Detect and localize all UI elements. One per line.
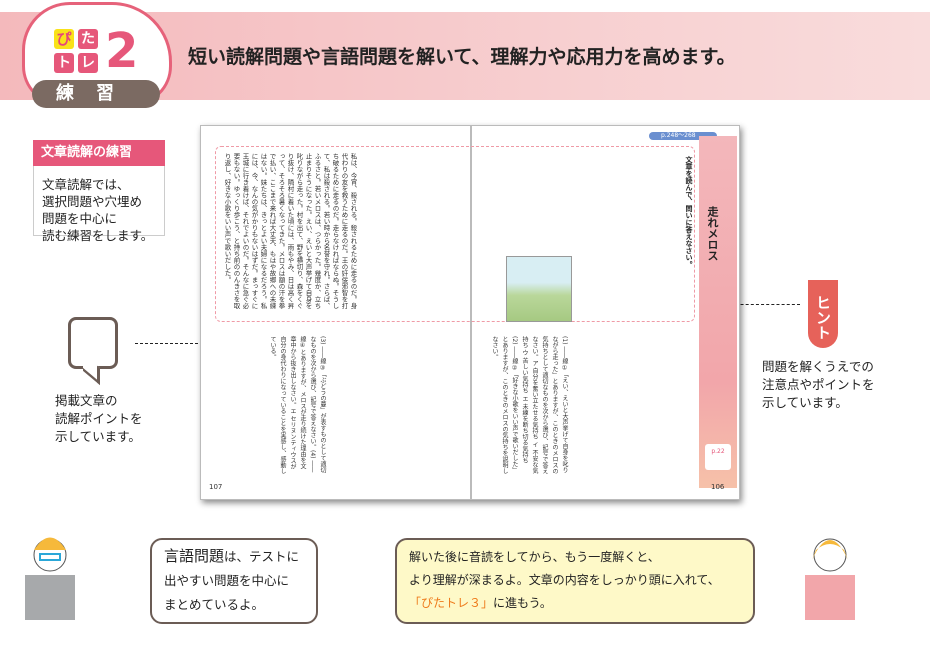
page-range-tag: p.248～268 [649,132,717,140]
text-line: 問題を中心に [42,211,118,226]
highlight-text: 「ぴたトレ３」 [409,596,494,610]
hint-note: 問題を解くうえでの 注意点やポイントを 示しています。 [762,358,875,412]
pointer-line [720,304,800,305]
sidebar-description: 文章読解では、 選択問題や穴埋め 問題を中心に 読む練習をします。 [33,166,165,243]
speech-bubble-girl: 解いた後に音読をしてから、もう一度解くと、 より理解が深まるよ。文章の内容をしっ… [395,538,755,624]
text-line: 解いた後に音読をしてから、もう一度解くと、 [409,550,660,564]
emphasis-text: 言語問題 [164,547,225,565]
calendar-icon: p.22 [705,444,731,470]
calendar-page: p.22 [711,448,725,455]
question-text: (1) ――線①「えい、えいと大声挙げて自身を叱りながら走った」とありますが、こ… [491,336,568,474]
practice-badge: 練習 [32,80,160,108]
text-line: は、テストに [224,549,300,564]
speech-bubble-boy: 言語問題は、テストに 出やすい問題を中心に まとめているよ。 [150,538,318,624]
logo-number: 2 [105,23,139,79]
text-line: 読解ポイントを [55,411,143,426]
story-title: 走れメロス [706,206,719,261]
illustration [506,256,572,322]
text-line: より理解が深まるよ。文章の内容をしっかり頭に入れて、 [409,573,720,587]
text-line: 掲載文章の [55,393,118,408]
text-line: 問題を解くうえでの [762,359,874,374]
pitatore-logo: ぴ た ト レ 2 [22,2,172,106]
logo-to: ト [54,53,74,73]
text-line: 読む練習をします。 [42,228,154,243]
text-line: 示しています。 [55,429,141,444]
logo-re: レ [78,53,98,73]
page-number-left: 107 [209,483,223,491]
hint-badge: ヒント [808,280,838,348]
textbook-spread: p.248～268 走れメロス 文章を読んで、問いに答えなさい。 私は、今宵、殺… [200,125,740,500]
question-text: (3) ――線③「ぶどうの蔓」が表すものとして適切なものを次から選び、記号で答え… [269,336,326,474]
text-line: まとめているよ。 [164,597,265,612]
chapter-strip [699,136,737,488]
girl-character [805,538,855,620]
logo-pi: ぴ [54,29,74,49]
sidebar-label: 文章読解の練習 [33,140,165,166]
text-line: 選択問題や穴埋め [42,194,143,209]
left-note: 掲載文章の 読解ポイントを 示しています。 [55,392,143,446]
questions-left: (3) ――線③「ぶどうの蔓」が表すものとして適切なものを次から選び、記号で答え… [261,330,461,480]
book-spine [470,126,472,499]
text-line: 示しています。 [762,395,848,410]
page-number-right: 106 [711,483,725,491]
speech-bubble-icon [68,317,118,369]
page-headline: 短い読解問題や言語問題を解いて、理解力や応用力を高めます。 [188,46,736,68]
pointer-line [135,343,233,344]
text-line: 出やすい問題を中心に [164,573,290,588]
text-line: 注意点やポイントを [762,377,875,392]
boy-character [25,537,75,620]
text-line: 文章読解では、 [42,177,130,192]
text-line: に進もう。 [493,596,552,610]
logo-ta: た [78,29,98,49]
questions-right: (1) ――線①「えい、えいと大声挙げて自身を叱りながら走った」とありますが、こ… [483,330,691,480]
reading-passage: 私は、今宵、殺される。殺されるために走るのだ。身代わりの友を救うために走るのだ。… [215,146,695,322]
passage-text: 私は、今宵、殺される。殺されるために走るのだ。身代わりの友を救うために走るのだ。… [223,153,357,309]
instruction: 文章を読んで、問いに答えなさい。 [685,156,693,268]
